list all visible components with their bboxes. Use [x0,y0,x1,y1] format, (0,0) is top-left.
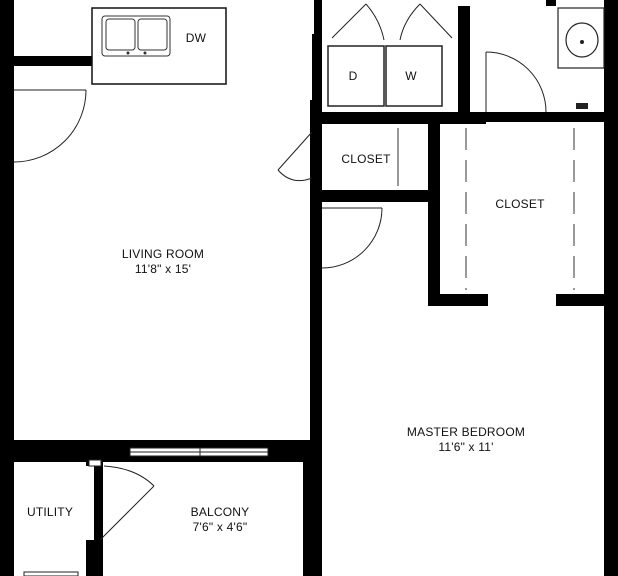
master-bedroom-name: MASTER BEDROOM [406,425,526,439]
wall-laundry-right [458,6,470,114]
wall-laundry-bottom [312,112,486,124]
laundry-door-left-swing [365,3,385,41]
washer-icon [385,45,443,107]
laundry-door-right-leaf [419,3,453,39]
bedroom-entry-floor [322,200,604,300]
dryer-label: D [348,69,358,83]
bath-fixture [576,103,588,109]
wall-master-closet-bottom-right [556,294,618,306]
door-bedroom-swing [321,207,383,269]
wall-closet-bottom [312,190,438,202]
closet-small-label: CLOSET [341,152,391,166]
wall-kitchen [14,56,92,66]
dishwasher-label: DW [185,31,207,45]
wall-right [604,0,618,576]
dryer-icon [327,45,385,107]
laundry-door-left-leaf [331,3,367,39]
living-room-name: LIVING ROOM [121,247,205,261]
laundry-doors [331,3,453,41]
balcony-dims: 7'6" x 4'6" [192,520,248,534]
utility-floor [14,462,94,576]
utility-name: UTILITY [26,505,74,519]
balcony-floor [103,462,303,576]
living-room-dims: 11'8" x 15' [134,262,192,276]
utility-shelf [23,571,79,576]
balcony-name: BALCONY [190,505,250,519]
laundry-appliances [327,45,443,107]
sink-basin-right [137,18,168,51]
wall-balcony-right [303,440,322,576]
wall-master-closet-bottom-left [428,294,488,306]
door-closet-swing [277,169,313,182]
wall-bath-top [546,0,556,6]
sink-basin-left [105,18,136,51]
closet-master-label: CLOSET [495,197,545,211]
master-bedroom-dims: 11'6" x 11' [438,440,494,454]
faucet-knob-left [126,51,130,55]
door-swings [13,51,547,541]
bath-vanity [557,7,605,109]
wall-balcony-top-left [0,440,130,462]
wall-utility-divider [86,540,103,576]
door-entry-swing [13,89,87,163]
door-closet-leaf [277,131,313,171]
washer-label: W [405,69,417,83]
faucet-knob-right [143,51,147,55]
door-utility-swing [103,465,155,487]
door-utility-leaf [99,485,155,541]
utility-outlet [88,459,102,467]
wall-left [0,0,14,576]
closet-small-floor [322,124,430,190]
wall-bath-bottom [540,112,618,122]
wall-laundry-left [312,34,322,132]
sink-drain [580,40,584,44]
door-bath-swing [485,51,547,113]
laundry-door-right-swing [399,3,421,41]
wall-closet-divider [428,122,440,306]
kitchen-counter [91,7,227,85]
closet-shelves [397,128,575,290]
sliding-door [129,447,269,457]
master-bedroom-floor [322,290,604,576]
